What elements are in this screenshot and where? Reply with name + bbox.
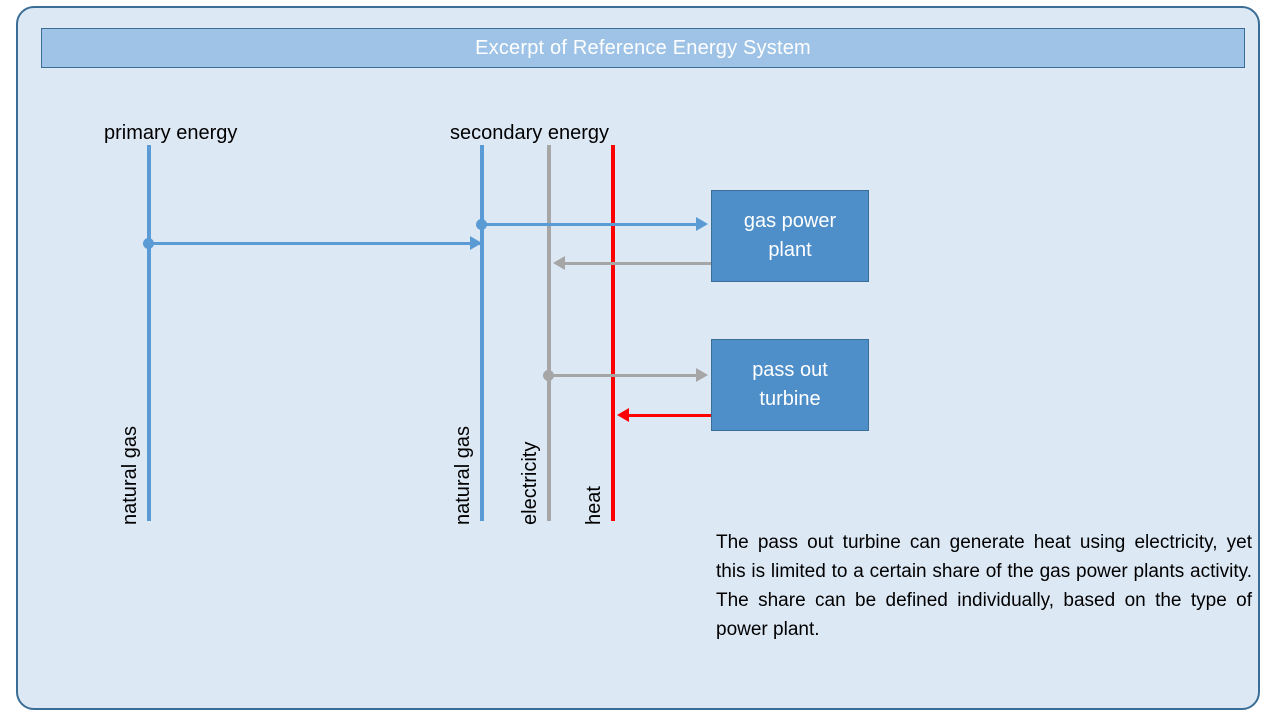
slide-title-bar: Excerpt of Reference Energy System — [41, 28, 1245, 68]
process-box-pass-out-turbine[interactable]: pass out turbine — [711, 339, 869, 431]
flow-arrowhead-primary-gas-to-secondary-gas — [470, 236, 482, 250]
junction-dot-primary-natural-gas — [143, 238, 154, 249]
flow-arrowhead-electricity-to-pass-out-turbine — [696, 368, 708, 382]
carrier-label-primary-natural-gas: natural gas — [119, 426, 141, 525]
flow-arrowhead-secondary-gas-to-gas-power-plant — [696, 217, 708, 231]
description-text: The pass out turbine can generate heat u… — [716, 532, 1252, 640]
process-label-gas-power-plant-line2: plant — [768, 239, 812, 261]
carrier-line-electricity — [547, 145, 551, 521]
carrier-line-primary-natural-gas — [147, 145, 151, 521]
junction-dot-electricity — [543, 370, 554, 381]
flow-arrowhead-pass-out-turbine-to-heat — [617, 408, 629, 422]
page-title: Excerpt of Reference Energy System — [475, 36, 811, 59]
flow-shaft-pass-out-turbine-to-heat — [627, 414, 712, 417]
flow-arrowhead-gas-power-plant-to-electricity — [553, 256, 565, 270]
flow-shaft-gas-power-plant-to-electricity — [563, 262, 711, 265]
process-label-pass-out-turbine-line2: turbine — [759, 388, 821, 410]
process-label-pass-out-turbine-line1: pass out — [752, 359, 828, 381]
flow-shaft-electricity-to-pass-out-turbine — [549, 374, 705, 377]
flow-shaft-primary-gas-to-secondary-gas — [149, 242, 482, 245]
carrier-label-heat: heat — [583, 486, 605, 525]
carrier-label-secondary-natural-gas: natural gas — [452, 426, 474, 525]
reference-energy-system-diagram: primary energy secondary energy natural … — [18, 8, 1258, 708]
carrier-line-heat — [611, 145, 615, 521]
carrier-line-secondary-natural-gas — [480, 145, 484, 521]
junction-dot-secondary-natural-gas — [476, 219, 487, 230]
flow-shaft-secondary-gas-to-gas-power-plant — [482, 223, 705, 226]
process-box-gas-power-plant[interactable]: gas power plant — [711, 190, 869, 282]
column-header-secondary-energy: secondary energy — [450, 122, 609, 144]
process-label-gas-power-plant-line1: gas power — [743, 210, 837, 232]
slide-frame: Excerpt of Reference Energy System prima… — [16, 6, 1260, 710]
carrier-label-electricity: electricity — [519, 441, 541, 525]
column-header-primary-energy: primary energy — [104, 122, 238, 144]
